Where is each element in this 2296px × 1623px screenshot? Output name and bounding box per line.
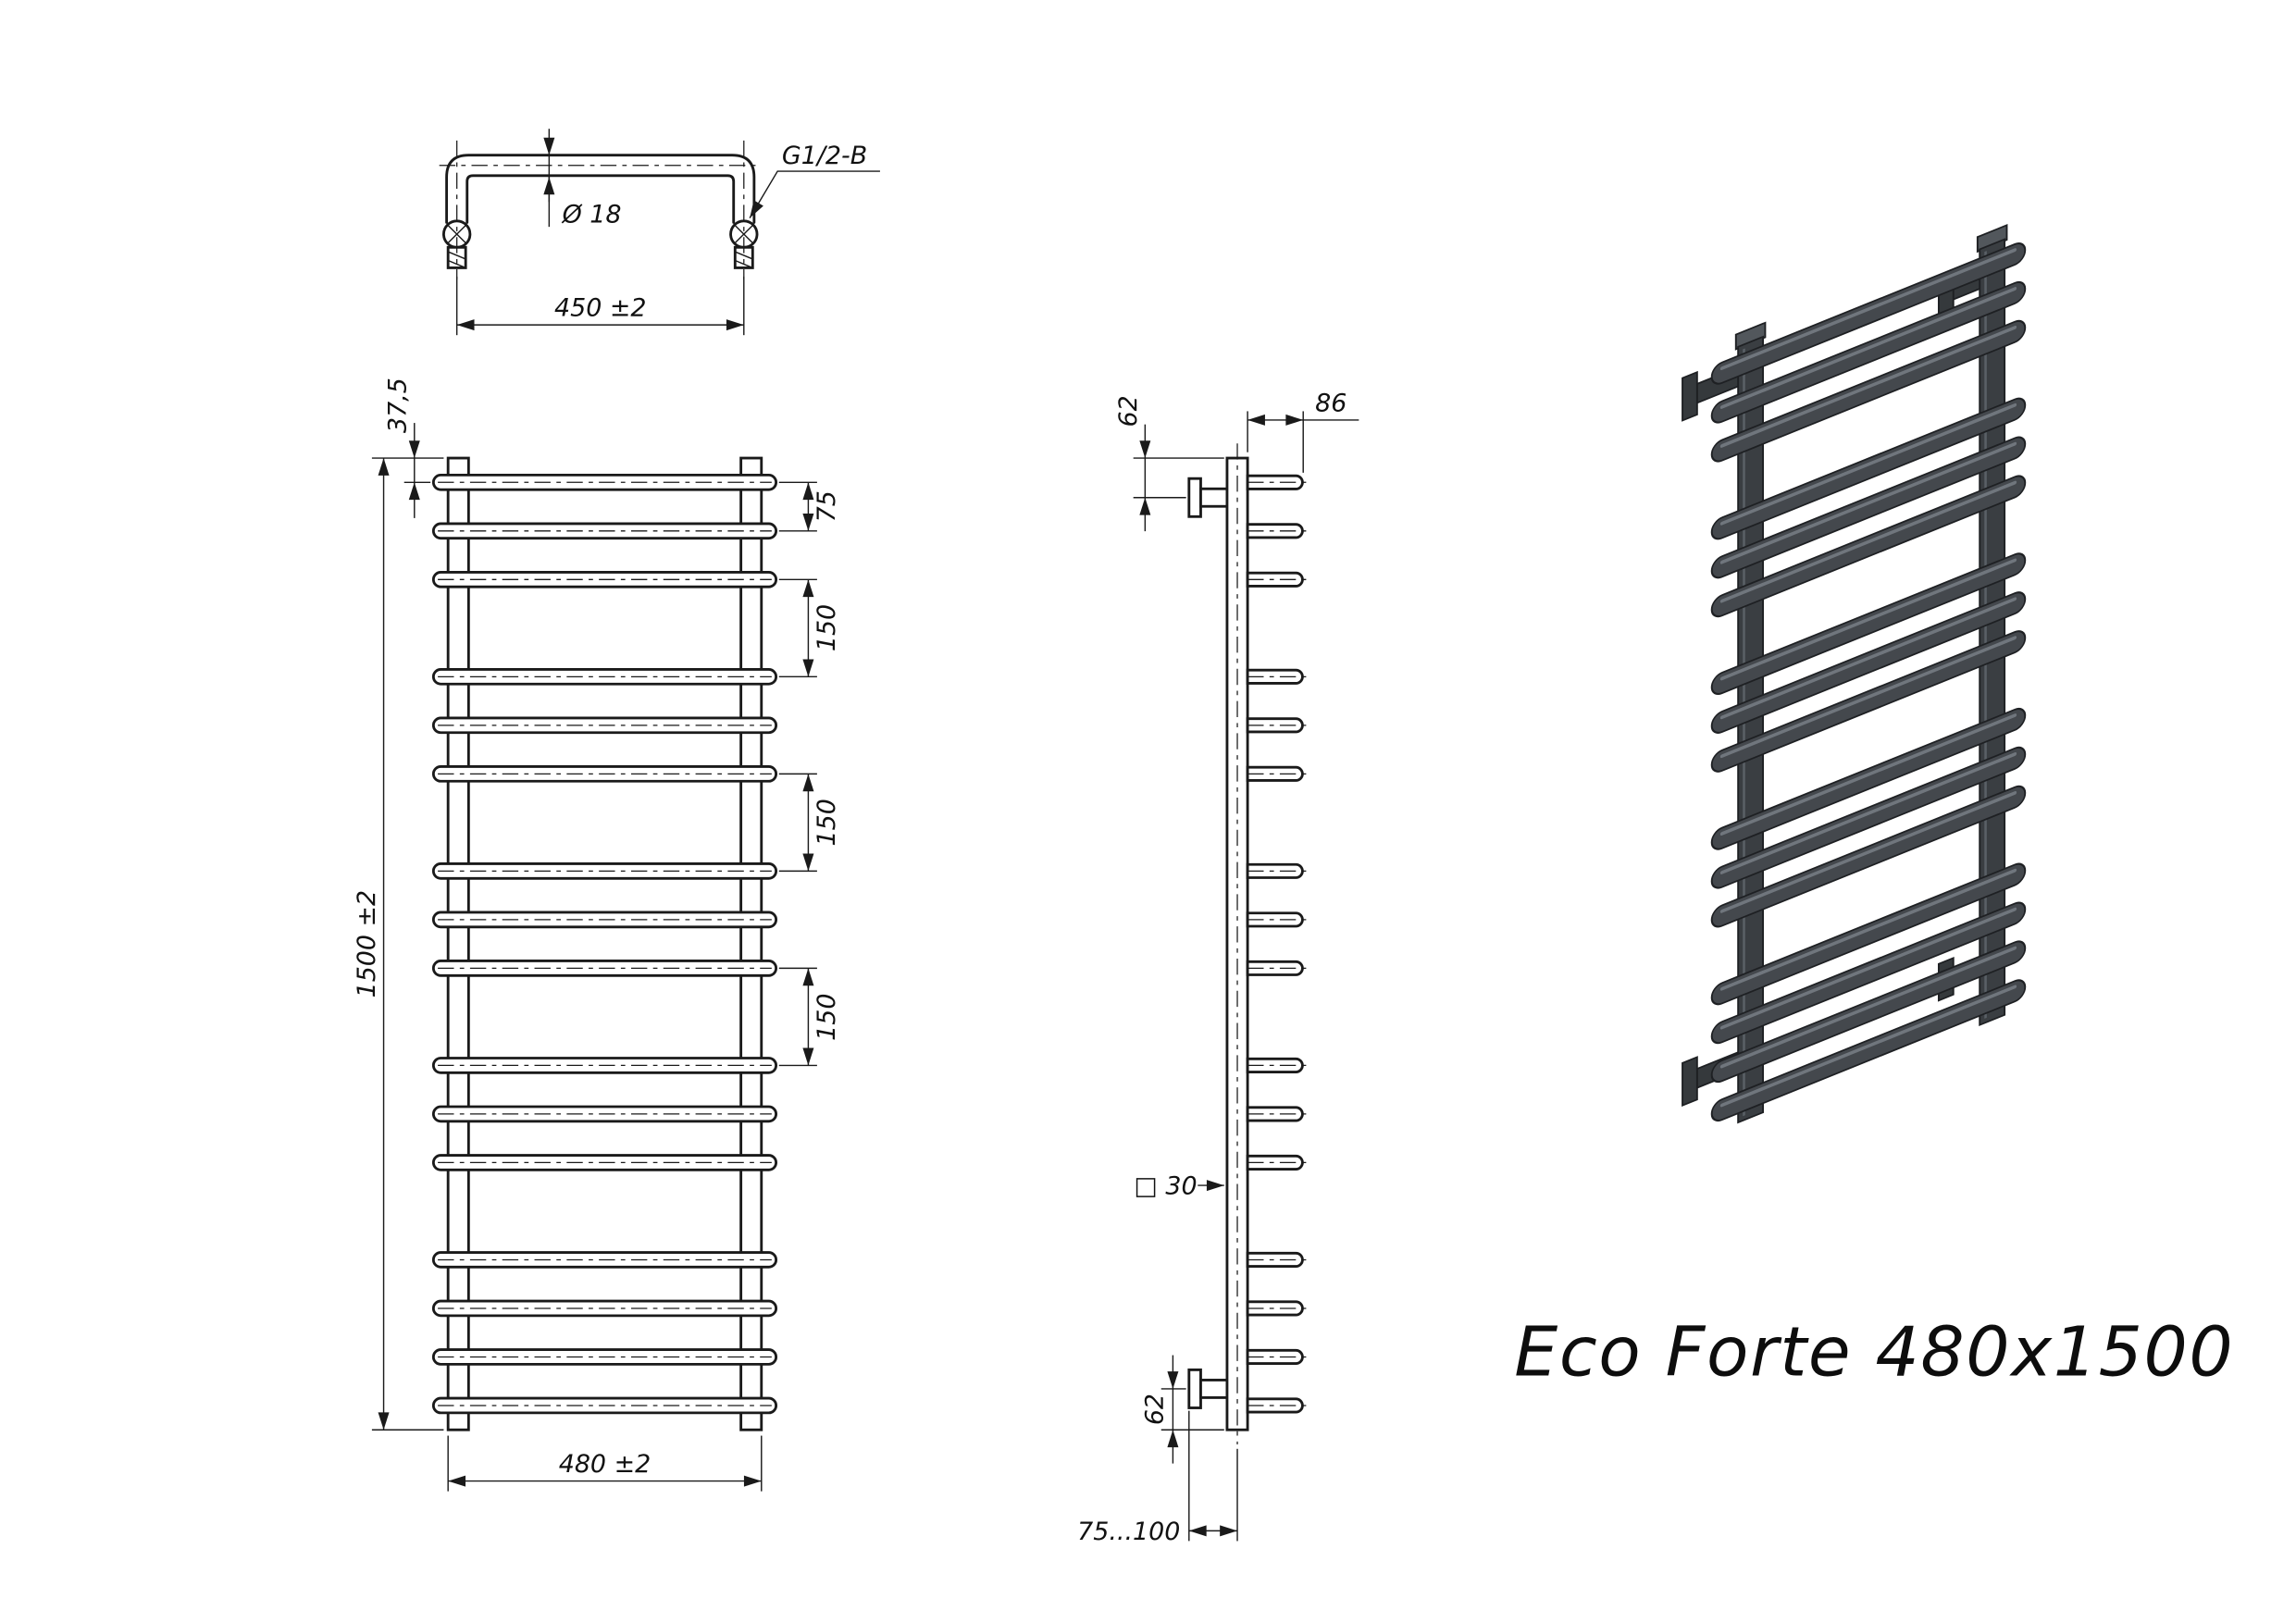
rung (1246, 960, 1304, 976)
rung (1719, 713, 2017, 836)
right-fitting (729, 219, 759, 269)
dim-86: 86 (1247, 389, 1359, 473)
rung (1719, 946, 2017, 1069)
dim-62-bottom: 62 (1140, 1355, 1224, 1464)
rung (1719, 403, 2017, 526)
rung (1246, 1397, 1304, 1414)
rung (1719, 636, 2017, 759)
bracket-arm (1199, 487, 1229, 508)
iso-left-rail (1734, 321, 1767, 1124)
top-bracket (1187, 477, 1229, 518)
thread-hatch (735, 251, 753, 269)
rung (1246, 1106, 1304, 1122)
thread-label: G1/2-B (782, 142, 867, 170)
diameter-label: Ø 18 (562, 200, 622, 229)
rung (1719, 480, 2017, 603)
rung (1719, 248, 2017, 371)
side-view: 62 86 □ 30 62 75...100 (1077, 389, 1359, 1546)
dim-62-top: 62 (1114, 395, 1224, 532)
gap-150-label-3: 150 (813, 994, 841, 1041)
rung (1246, 1057, 1304, 1073)
rung (1246, 765, 1304, 782)
dim-width-480: 480 ±2 (447, 1435, 763, 1492)
iso-view (1682, 224, 2027, 1124)
top-offset-label: 37,5 (383, 378, 412, 433)
rung (1246, 1348, 1304, 1366)
side-rungs (1246, 474, 1308, 1414)
dim-diameter: Ø 18 (543, 129, 622, 229)
front-rungs (431, 473, 778, 1415)
dim-450: 450 ±2 (455, 276, 745, 336)
gap-75-label: 75 (813, 490, 841, 522)
rung (1719, 752, 2017, 874)
top-width-dim-label: 450 ±2 (554, 294, 646, 323)
rung (1719, 985, 2017, 1108)
rung (1246, 668, 1304, 685)
rung (1246, 911, 1304, 928)
profile-callout: □ 30 (1134, 1172, 1224, 1201)
top-tube-inner (465, 174, 736, 224)
rung (1719, 287, 2017, 409)
rung (1719, 558, 2017, 681)
rail (1737, 335, 1765, 1124)
top-view: Ø 18 G1/2-B 450 ±2 (439, 129, 880, 336)
rung (1719, 868, 2017, 991)
rung (1246, 1300, 1304, 1317)
bottom-bracket (1187, 1368, 1229, 1409)
top-tube-outer (445, 154, 756, 224)
profile-30-label: □ 30 (1134, 1172, 1197, 1201)
thread-callout: G1/2-B (749, 142, 880, 219)
rung (1719, 790, 2017, 913)
dim-top-offset: 37,5 (383, 378, 431, 518)
depth-86-label: 86 (1315, 389, 1347, 417)
wall-plate (1187, 1368, 1202, 1409)
front-view: 1500 ±2 37,5 75 150 150 150 (353, 378, 841, 1492)
wall-plate (1187, 477, 1202, 518)
height-dim-label: 1500 ±2 (353, 890, 381, 998)
rung (1246, 1251, 1304, 1268)
dim-height-1500: 1500 ±2 (353, 457, 444, 1431)
left-rail (446, 456, 470, 1431)
rung (1246, 862, 1304, 879)
wall-plate (1682, 1056, 1698, 1108)
rung (1246, 571, 1304, 588)
fitting-hatch (734, 225, 753, 244)
fitting-hatch (447, 225, 466, 244)
iso-rungs (1710, 242, 2027, 1122)
iso-right-rail (1976, 224, 2008, 1026)
rung (1719, 441, 2017, 564)
rung (1246, 717, 1304, 734)
rung (1246, 474, 1304, 490)
rail (1979, 238, 2006, 1026)
top-62-label: 62 (1114, 395, 1143, 427)
thread-hatch (447, 251, 466, 269)
wall-distance-label: 75...100 (1077, 1518, 1180, 1546)
rung (1246, 523, 1304, 539)
drawing-title: Eco Forte 480x1500 (1514, 1312, 2234, 1393)
gap-150-label-2: 150 (813, 799, 841, 846)
wall-plate (1682, 370, 1698, 422)
rung (1719, 325, 2017, 448)
dim-wall-distance: 75...100 (1077, 1410, 1238, 1546)
bracket-arm (1199, 1379, 1229, 1399)
rung (1719, 597, 2017, 720)
dim-rung-spacing: 75 150 150 150 (778, 481, 841, 1067)
rung (1719, 907, 2017, 1030)
rung (1246, 1154, 1304, 1171)
gap-150-label-1: 150 (813, 604, 841, 651)
bottom-62-label: 62 (1140, 1394, 1169, 1425)
right-rail (739, 456, 763, 1431)
front-width-dim-label: 480 ±2 (559, 1450, 651, 1479)
